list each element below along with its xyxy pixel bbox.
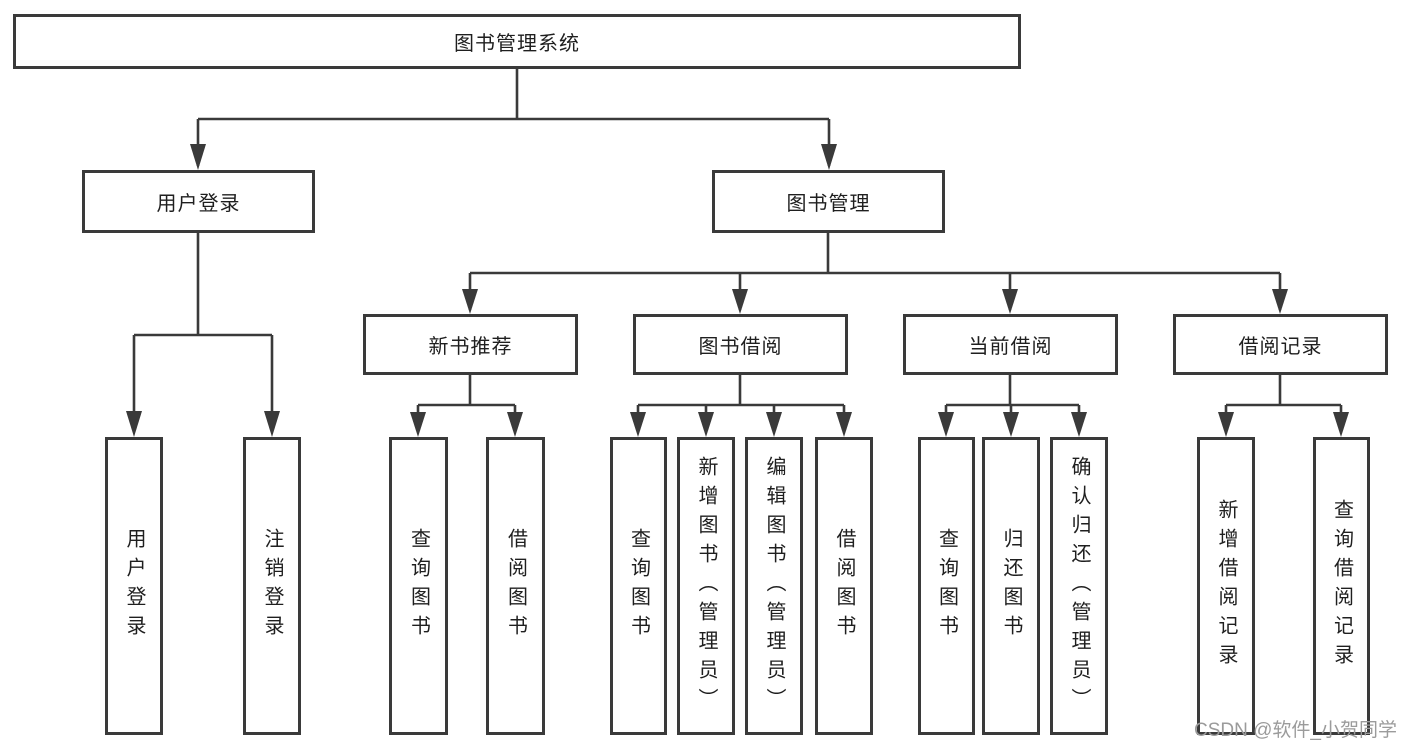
node-book-management: 图书管理 [712,170,945,233]
connector-current-borrowing [938,375,1087,437]
leaf-edit-books-admin: 编辑图书（管理员） [745,437,803,735]
leaf-query-books-current: 查询图书 [918,437,975,735]
node-label: 确认归还（管理员） [1068,455,1090,717]
leaf-logout: 注销登录 [243,437,301,735]
node-label: 查询图书 [627,528,650,644]
node-user-login: 用户登录 [82,170,315,233]
connector-book-borrowing [630,375,852,437]
node-book-borrowing: 图书借阅 [633,314,848,375]
connector-book-management [462,233,1288,314]
node-label: 新增图书（管理员） [695,455,717,717]
node-label: 新增借阅记录 [1215,499,1237,673]
node-label: 查询图书 [935,528,958,644]
node-label: 图书管理系统 [454,33,580,55]
leaf-query-borrowing-record: 查询借阅记录 [1313,437,1370,735]
leaf-borrow-books-recommend: 借阅图书 [486,437,545,735]
leaf-borrow-books: 借阅图书 [815,437,873,735]
leaf-return-books: 归还图书 [982,437,1040,735]
node-label: 新书推荐 [428,336,513,358]
node-borrowing-records: 借阅记录 [1173,314,1388,375]
connector-user-login [126,233,280,437]
leaf-add-books-admin: 新增图书（管理员） [677,437,735,735]
node-label: 借阅图书 [833,528,855,644]
node-label: 归还图书 [1000,528,1022,644]
node-library-management-system: 图书管理系统 [13,14,1021,69]
node-label: 注销登录 [261,528,283,644]
leaf-confirm-return-admin: 确认归还（管理员） [1050,437,1108,735]
node-label: 用户登录 [123,528,145,644]
node-label: 借阅图书 [504,528,527,644]
connector-root [190,69,837,170]
leaf-query-books-recommend: 查询图书 [389,437,448,735]
node-label: 图书管理 [786,193,871,215]
node-label: 查询图书 [407,528,430,644]
csdn-watermark: CSDN @软件_小贺同学 [1194,720,1397,741]
connector-new-book-recommendation [410,375,523,437]
node-label: 借阅记录 [1238,336,1323,358]
leaf-user-login: 用户登录 [105,437,163,735]
connector-borrowing-records [1218,375,1349,437]
node-label: 当前借阅 [968,336,1053,358]
node-label: 图书借阅 [698,336,783,358]
node-label: 查询借阅记录 [1330,499,1353,673]
node-current-borrowing: 当前借阅 [903,314,1118,375]
leaf-query-books-borrow: 查询图书 [610,437,667,735]
node-label: 编辑图书（管理员） [763,455,785,717]
node-new-book-recommendation: 新书推荐 [363,314,578,375]
node-label: 用户登录 [156,193,241,215]
leaf-add-borrowing-record: 新增借阅记录 [1197,437,1255,735]
